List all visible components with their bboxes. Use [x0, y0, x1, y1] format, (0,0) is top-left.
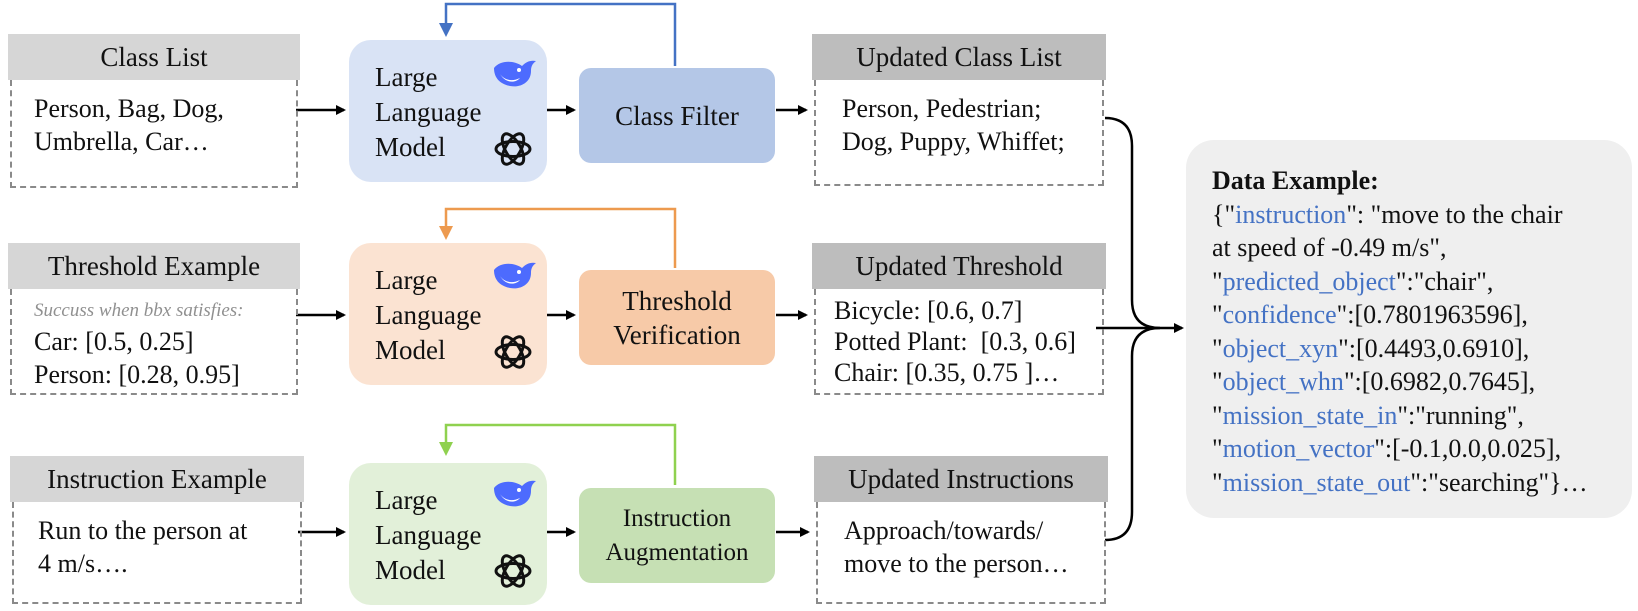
quote: "	[1212, 367, 1223, 396]
instruction-example-box: Run to the person at 4 m/s….	[12, 502, 302, 604]
threshold-line: Car: [0.5, 0.25]	[34, 327, 194, 356]
instruction-augmentation-node: Instruction Augmentation	[579, 488, 775, 583]
data-line-motion-vector: "motion_vector":[-0.1,0.0,0.025],	[1212, 432, 1632, 466]
data-line-object-whn: "object_whn":[0.6982,0.7645],	[1212, 365, 1632, 399]
class-list-box: Person, Bag, Dog, Umbrella, Car…	[10, 80, 298, 188]
key-object-xyn: object_xyn	[1222, 333, 1339, 363]
updated-instructions-box: Approach/towards/ move to the person…	[816, 502, 1106, 604]
threshold-verification-node: Threshold Verification	[579, 270, 775, 365]
quote: "	[1212, 333, 1223, 363]
deepseek-whale-icon	[494, 60, 536, 87]
key-mission-state-out: mission_state_out	[1222, 467, 1411, 497]
llm-label: Large	[375, 62, 438, 92]
instruction-example-header: Instruction Example	[10, 456, 304, 502]
updated-instruction-line: Approach/towards/	[844, 516, 1044, 545]
llm-label: Large	[375, 485, 438, 515]
data-line-confidence: "confidence":[0.7801963596],	[1212, 298, 1632, 332]
val-instruction: ": "move to the chair	[1346, 199, 1563, 229]
llm-label: Model	[375, 132, 446, 162]
val-confidence: ":[0.7801963596],	[1336, 300, 1528, 329]
quote: "	[1212, 434, 1223, 463]
class-filter-label: Class Filter	[615, 100, 739, 131]
instruction-line: Run to the person at	[38, 516, 248, 545]
data-example-panel: Data Example: {"instruction": "move to t…	[1186, 140, 1632, 518]
key-instruction: instruction	[1235, 199, 1347, 229]
quote: "	[1212, 467, 1223, 497]
augmentation-label: Augmentation	[605, 538, 749, 566]
llm-label: Language	[375, 300, 482, 330]
updated-class-line: Person, Pedestrian;	[842, 94, 1042, 123]
class-list-line: Umbrella, Car…	[34, 127, 209, 156]
quote: "	[1212, 400, 1223, 430]
updated-threshold-line: Chair: [0.35, 0.75 ]…	[834, 358, 1060, 387]
quote: "	[1212, 266, 1223, 296]
feedback-loop-row2	[439, 207, 677, 268]
threshold-example-box: Succuss when bbx satisfies: Car: [0.5, 0…	[10, 289, 298, 395]
threshold-note: Succuss when bbx satisfies:	[34, 300, 244, 321]
instruction-line: 4 m/s….	[38, 549, 128, 578]
llm-label: Large	[375, 265, 438, 295]
data-example-title: Data Example:	[1212, 166, 1379, 195]
data-line-predicted-object: "predicted_object":"chair",	[1212, 265, 1632, 299]
updated-instruction-line: move to the person…	[844, 549, 1069, 578]
data-line-instruction-cont: at speed of -0.49 m/s",	[1212, 233, 1447, 262]
verification-label: Threshold	[622, 285, 732, 316]
updated-instructions-header: Updated Instructions	[814, 456, 1108, 502]
key-predicted-object: predicted_object	[1222, 266, 1396, 296]
updated-threshold-box: Bicycle: [0.6, 0.7] Potted Plant: [0.3, …	[814, 289, 1104, 395]
feedback-loop-row3	[439, 423, 677, 485]
class-list-line: Person, Bag, Dog,	[34, 94, 224, 123]
key-motion-vector: motion_vector	[1222, 434, 1375, 463]
feedback-loop-row1	[439, 2, 677, 66]
deepseek-whale-icon	[494, 480, 536, 507]
key-mission-state-in: mission_state_in	[1222, 400, 1398, 430]
threshold-line: Person: [0.28, 0.95]	[34, 360, 240, 389]
verification-label: Verification	[613, 319, 741, 350]
class-filter-node: Class Filter	[579, 68, 775, 163]
data-line-mission-state-in: "mission_state_in":"running",	[1212, 399, 1632, 433]
val-mission-state-out: ":"searching"}…	[1410, 467, 1588, 497]
val-mission-state-in: ":"running",	[1397, 400, 1524, 430]
key-confidence: confidence	[1222, 300, 1337, 329]
val-object-xyn: ":[0.4493,0.6910],	[1338, 333, 1530, 363]
key-object-whn: object_whn	[1222, 367, 1344, 396]
val-motion-vector: ":[-0.1,0.0,0.025],	[1374, 434, 1562, 463]
updated-class-list-box: Person, Pedestrian; Dog, Puppy, Whiffet;	[814, 80, 1104, 186]
threshold-example-header: Threshold Example	[8, 243, 300, 289]
data-line-object-xyn: "object_xyn":[0.4493,0.6910],	[1212, 332, 1632, 366]
openai-logo-icon	[494, 132, 532, 166]
updated-class-line: Dog, Puppy, Whiffet;	[842, 127, 1065, 156]
deepseek-whale-icon	[494, 262, 536, 289]
openai-logo-icon	[494, 335, 532, 369]
val-predicted-object: ":"chair",	[1395, 266, 1494, 296]
quote: "	[1212, 300, 1223, 329]
updated-threshold-header: Updated Threshold	[812, 243, 1106, 289]
updated-threshold-line: Potted Plant: [0.3, 0.6]	[834, 327, 1076, 356]
openai-logo-icon	[494, 554, 532, 588]
class-list-header: Class List	[8, 34, 300, 80]
val-object-whn: ":[0.6982,0.7645],	[1343, 367, 1536, 396]
llm-label: Model	[375, 555, 446, 585]
brace-open: {"	[1212, 199, 1236, 229]
llm-label: Language	[375, 520, 482, 550]
data-line-instruction: {"instruction": "move to the chair	[1212, 198, 1632, 232]
augmentation-label: Instruction	[622, 504, 732, 532]
llm-label: Language	[375, 97, 482, 127]
data-line-mission-state-out: "mission_state_out":"searching"}…	[1212, 466, 1632, 500]
llm-label: Model	[375, 335, 446, 365]
updated-threshold-line: Bicycle: [0.6, 0.7]	[834, 296, 1023, 325]
updated-class-list-header: Updated Class List	[812, 34, 1106, 80]
